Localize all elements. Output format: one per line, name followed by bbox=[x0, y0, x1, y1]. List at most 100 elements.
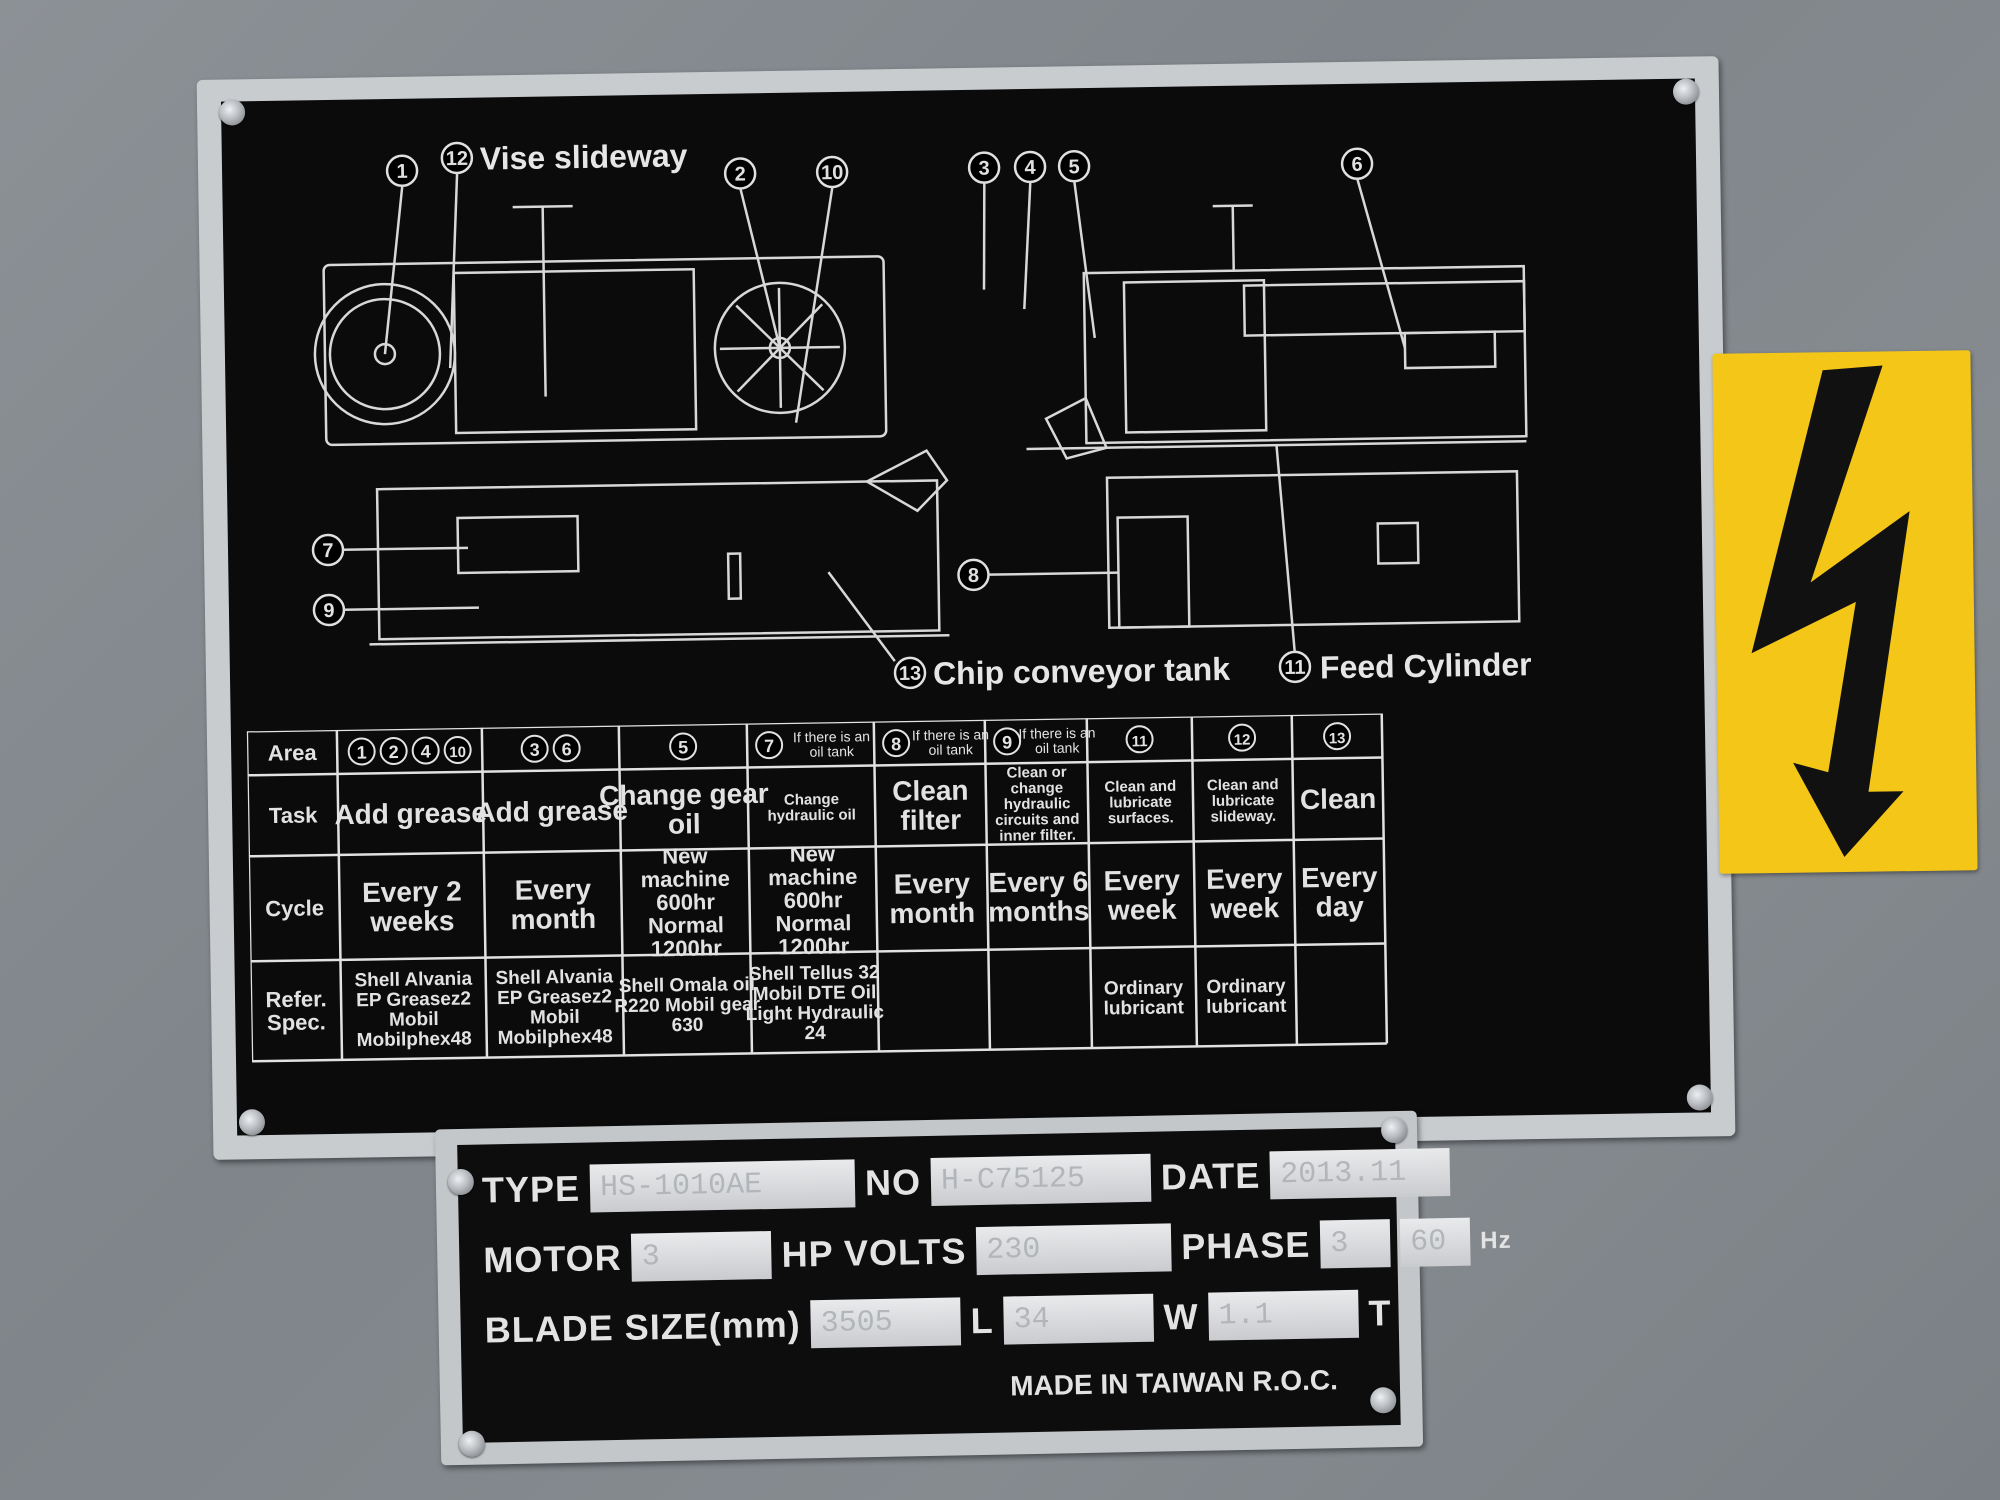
motor-label: MOTOR bbox=[482, 1236, 623, 1281]
grid-line bbox=[246, 712, 1382, 733]
grid-line bbox=[1380, 713, 1389, 1044]
area-note: If there is anoil tank bbox=[793, 728, 871, 760]
area-number-circle bbox=[669, 732, 698, 761]
cycle-text: Every 2weeks bbox=[362, 876, 463, 938]
task-text: Add grease bbox=[475, 795, 628, 828]
cycle-text: Every 6months bbox=[988, 866, 1090, 928]
cycle-text: Everymonth bbox=[510, 873, 596, 935]
area-number-circle bbox=[347, 737, 376, 766]
svg-text:8: 8 bbox=[968, 565, 979, 587]
cycle-text: Newmachine600hrNormal1200hr bbox=[768, 841, 859, 960]
svg-text:6: 6 bbox=[1351, 154, 1362, 176]
task-text: Cleanfilter bbox=[892, 775, 969, 837]
callout-13: 13 bbox=[827, 571, 927, 690]
callout-4: 4 bbox=[1013, 150, 1047, 310]
screw bbox=[1672, 78, 1700, 105]
machine-nameplate: TYPE HS-1010AE NO H-C75125 DATE 2013.11 … bbox=[434, 1110, 1512, 1466]
svg-text:4: 4 bbox=[1024, 157, 1036, 179]
reference-spec-text: Shell Tellus 32Mobil DTE OilLight Hydrau… bbox=[745, 962, 885, 1045]
serial-value: H-C75125 bbox=[930, 1153, 1152, 1206]
area-number-circle bbox=[1125, 725, 1154, 754]
phase-label: PHASE bbox=[1180, 1223, 1311, 1268]
length-unit-label: L bbox=[970, 1299, 995, 1342]
screw bbox=[458, 1430, 486, 1458]
reference-spec-text: Shell Omala oilR220 Mobil gear630 bbox=[614, 974, 761, 1037]
area-number-circle bbox=[379, 737, 408, 766]
grid-line bbox=[745, 723, 754, 1054]
reference-spec-text: Ordinarylubricant bbox=[1103, 977, 1185, 1019]
callout-8: 8 bbox=[957, 558, 1119, 592]
area-number-circle bbox=[1228, 723, 1257, 752]
hz-label: Hz bbox=[1480, 1226, 1512, 1255]
right-machine-drawing bbox=[1026, 204, 1528, 630]
chip-conveyor-tank-label: Chip conveyor tank bbox=[933, 651, 1231, 692]
svg-text:3: 3 bbox=[978, 158, 989, 180]
volts-value: 230 bbox=[975, 1223, 1172, 1276]
motor-value: 3 bbox=[631, 1231, 773, 1282]
cycle-text: Everyweek bbox=[1206, 863, 1284, 925]
svg-text:7: 7 bbox=[322, 540, 333, 562]
reference-spec-text: Shell AlvaniaEP Greasez2MobilMobilphex48 bbox=[354, 969, 473, 1052]
grid-line bbox=[247, 756, 1383, 777]
date-label: DATE bbox=[1160, 1154, 1261, 1198]
callout-1: 1 bbox=[383, 154, 419, 355]
cycle-text: Everyweek bbox=[1103, 864, 1181, 926]
screw bbox=[1380, 1116, 1408, 1144]
grid-line bbox=[246, 731, 254, 1062]
svg-text:11: 11 bbox=[1284, 657, 1305, 679]
area-number: 12 bbox=[1234, 732, 1251, 749]
type-label: TYPE bbox=[481, 1167, 581, 1211]
reference-spec-text: Shell AlvaniaEP Greasez2MobilMobilphex48 bbox=[495, 966, 614, 1049]
row-header-0: Area bbox=[268, 740, 318, 766]
area-number-circle bbox=[552, 734, 581, 763]
svg-text:10: 10 bbox=[821, 162, 844, 184]
area-number: 3 bbox=[530, 740, 540, 760]
task-text: Add grease bbox=[334, 797, 487, 830]
blade-length-value: 3505 bbox=[810, 1297, 962, 1349]
area-number: 10 bbox=[449, 744, 466, 761]
area-number: 8 bbox=[891, 734, 901, 754]
plate-face: 1 12 Vise slideway 2 10 3 4 5 6 7 9 8 13… bbox=[220, 78, 1712, 1136]
task-text: Change gearoil bbox=[599, 778, 770, 841]
left-machine-drawing bbox=[313, 204, 950, 646]
task-text: Clean andlubricatesurfaces. bbox=[1104, 778, 1176, 828]
date-value: 2013.11 bbox=[1269, 1147, 1451, 1200]
thickness-unit-label: T bbox=[1368, 1292, 1392, 1334]
area-number-circle bbox=[755, 731, 784, 760]
callout-11: 11 bbox=[1275, 444, 1312, 684]
area-number: 7 bbox=[764, 736, 774, 756]
width-unit-label: W bbox=[1163, 1295, 1199, 1338]
task-text: Clean andlubricateslideway. bbox=[1207, 776, 1279, 826]
task-text: Clean orchangehydrauliccircuits andinner… bbox=[994, 764, 1079, 845]
no-label: NO bbox=[864, 1161, 922, 1204]
grid-line bbox=[617, 725, 626, 1056]
area-note: If there is anoil tank bbox=[912, 726, 990, 758]
callout-6: 6 bbox=[1340, 147, 1407, 349]
type-value: HS-1010AE bbox=[589, 1159, 856, 1213]
svg-text:2: 2 bbox=[734, 163, 745, 185]
svg-text:5: 5 bbox=[1068, 156, 1079, 178]
grid-line bbox=[248, 837, 1384, 858]
area-number-circle bbox=[882, 729, 911, 758]
grid-line bbox=[480, 727, 489, 1058]
callout-3: 3 bbox=[967, 151, 1001, 290]
callout-10: 10 bbox=[794, 155, 849, 423]
reference-spec-text: Ordinarylubricant bbox=[1206, 976, 1288, 1018]
blade-thickness-value: 1.1 bbox=[1208, 1289, 1360, 1341]
nameplate-face: TYPE HS-1010AE NO H-C75125 DATE 2013.11 … bbox=[457, 1127, 1512, 1443]
area-number: 11 bbox=[1132, 733, 1148, 750]
area-number-circle bbox=[411, 736, 440, 765]
area-number-circle bbox=[993, 727, 1022, 756]
callout-9: 9 bbox=[312, 593, 479, 627]
grid-line bbox=[335, 729, 344, 1060]
machine-diagram: 1 12 Vise slideway 2 10 3 4 5 6 7 9 8 13… bbox=[311, 137, 1532, 692]
cycle-text: Everymonth bbox=[889, 868, 975, 930]
area-number: 6 bbox=[562, 739, 572, 759]
lubrication-chart-plate: 1 12 Vise slideway 2 10 3 4 5 6 7 9 8 13… bbox=[196, 56, 1736, 1160]
area-number: 4 bbox=[421, 741, 431, 761]
svg-text:9: 9 bbox=[323, 600, 334, 622]
electrical-warning-sticker bbox=[1712, 350, 1978, 874]
vise-slideway-label: Vise slideway bbox=[480, 137, 688, 176]
svg-text:1: 1 bbox=[396, 161, 407, 183]
blade-width-value: 34 bbox=[1003, 1293, 1155, 1345]
